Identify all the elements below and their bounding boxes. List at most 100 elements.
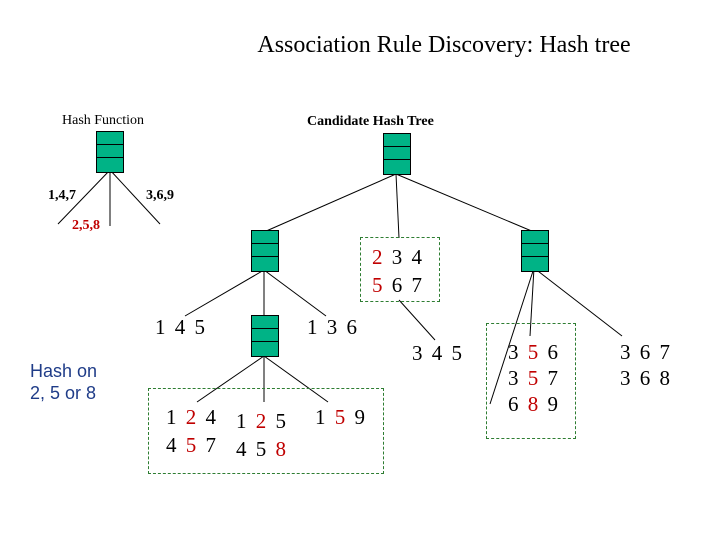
- right-edge-357: [529, 267, 535, 337]
- item-digit: 6: [346, 315, 359, 339]
- item-digit: 5: [451, 341, 464, 365]
- branch-label-258: 2,5,8: [72, 218, 100, 233]
- left-child-node: [251, 230, 279, 272]
- root-edge-right: [395, 173, 535, 233]
- item-digit: 7: [659, 340, 672, 364]
- item-digit: 5: [185, 433, 199, 457]
- right-edge-367: [533, 267, 623, 337]
- item-digit: 8: [659, 366, 672, 390]
- item-digit: 6: [391, 273, 405, 297]
- item-digit: 5: [194, 315, 207, 339]
- item-digit: 4: [411, 245, 424, 269]
- itemset-line: 3 6 7: [620, 339, 672, 365]
- branch-label-147: 1,4,7: [48, 188, 76, 203]
- branch-label-369: 3,6,9: [146, 188, 174, 203]
- item-digit: 9: [547, 392, 560, 416]
- hash-edge-left: [57, 169, 111, 225]
- leaf-145: 1 4 5: [155, 313, 207, 341]
- item-digit: 7: [547, 366, 560, 390]
- item-digit: 1: [315, 405, 328, 429]
- itemset-line: 3 5 6: [508, 339, 560, 365]
- itemset-line: 1 4 5: [155, 313, 207, 341]
- leaf-159: 1 5 9: [315, 403, 367, 431]
- item-digit: 4: [236, 437, 249, 461]
- item-digit: 5: [527, 366, 541, 390]
- item-digit: 4: [174, 315, 188, 339]
- item-digit: 2: [185, 405, 199, 429]
- item-digit: 9: [354, 405, 367, 429]
- root-edge-middle: [395, 173, 400, 239]
- item-digit: 2: [372, 245, 385, 269]
- dashed-box-356: [486, 323, 576, 439]
- hash-edge-right: [109, 169, 161, 225]
- item-digit: 3: [508, 366, 521, 390]
- item-digit: 6: [639, 366, 653, 390]
- itemset-line: 1 2 4: [166, 403, 218, 431]
- itemset-line: 3 4 5: [412, 339, 464, 367]
- root-edge-left: [263, 173, 397, 233]
- right-child-node: [521, 230, 549, 272]
- item-digit: 5: [372, 273, 385, 297]
- item-digit: 5: [255, 437, 269, 461]
- item-digit: 1: [236, 409, 249, 433]
- dashed-box-grandchild: [148, 388, 384, 474]
- item-digit: 5: [527, 340, 541, 364]
- itemset-line: 3 5 7: [508, 365, 560, 391]
- left-edge-145: [184, 269, 265, 317]
- itemset-line: 5 6 7: [372, 271, 424, 299]
- itemset-line: 1 2 5: [236, 407, 288, 435]
- itemset-line: 6 8 9: [508, 391, 560, 417]
- item-digit: 7: [205, 433, 218, 457]
- page-title: Association Rule Discovery: Hash tree: [257, 32, 631, 58]
- item-digit: 8: [527, 392, 541, 416]
- item-digit: 3: [508, 340, 521, 364]
- item-digit: 5: [334, 405, 348, 429]
- item-digit: 3: [391, 245, 405, 269]
- leaf-345: 3 4 5: [412, 339, 464, 367]
- root-node: [383, 133, 411, 175]
- item-digit: 5: [275, 409, 288, 433]
- middle-edge-345: [398, 299, 436, 341]
- itemset-line: 3 6 8: [620, 365, 672, 391]
- itemset-line: 4 5 8: [236, 435, 288, 463]
- dashed-box-234: [360, 237, 440, 302]
- item-digit: 3: [326, 315, 340, 339]
- item-digit: 2: [255, 409, 269, 433]
- gc-edge-159: [263, 355, 329, 403]
- item-digit: 4: [166, 433, 179, 457]
- item-digit: 4: [431, 341, 445, 365]
- item-digit: 7: [411, 273, 424, 297]
- item-digit: 6: [547, 340, 560, 364]
- itemset-line: 1 3 6: [307, 313, 359, 341]
- itemset-line: 2 3 4: [372, 243, 424, 271]
- item-digit: 3: [412, 341, 425, 365]
- right-edge-356: [489, 267, 535, 405]
- leaf-136: 1 3 6: [307, 313, 359, 341]
- itemset-line: 4 5 7: [166, 431, 218, 459]
- hash-function-label: Hash Function: [62, 113, 145, 128]
- item-digit: 1: [307, 315, 320, 339]
- hash-on-line-2: 2, 5 or 8: [30, 383, 97, 403]
- item-digit: 6: [639, 340, 653, 364]
- item-digit: 1: [155, 315, 168, 339]
- item-digit: 4: [205, 405, 218, 429]
- grandchild-node: [251, 315, 279, 357]
- hash-on-note: Hash on 2, 5 or 8: [30, 360, 97, 404]
- itemset-line: 1 5 9: [315, 403, 367, 431]
- item-digit: 1: [166, 405, 179, 429]
- gc-edge-124: [196, 355, 265, 403]
- hash-on-line-1: Hash on: [30, 361, 98, 381]
- item-digit: 3: [620, 340, 633, 364]
- candidate-tree-label: Candidate Hash Tree: [307, 114, 434, 129]
- item-digit: 3: [620, 366, 633, 390]
- hash-function-node: [96, 131, 124, 173]
- item-digit: 8: [275, 437, 288, 461]
- item-digit: 6: [508, 392, 521, 416]
